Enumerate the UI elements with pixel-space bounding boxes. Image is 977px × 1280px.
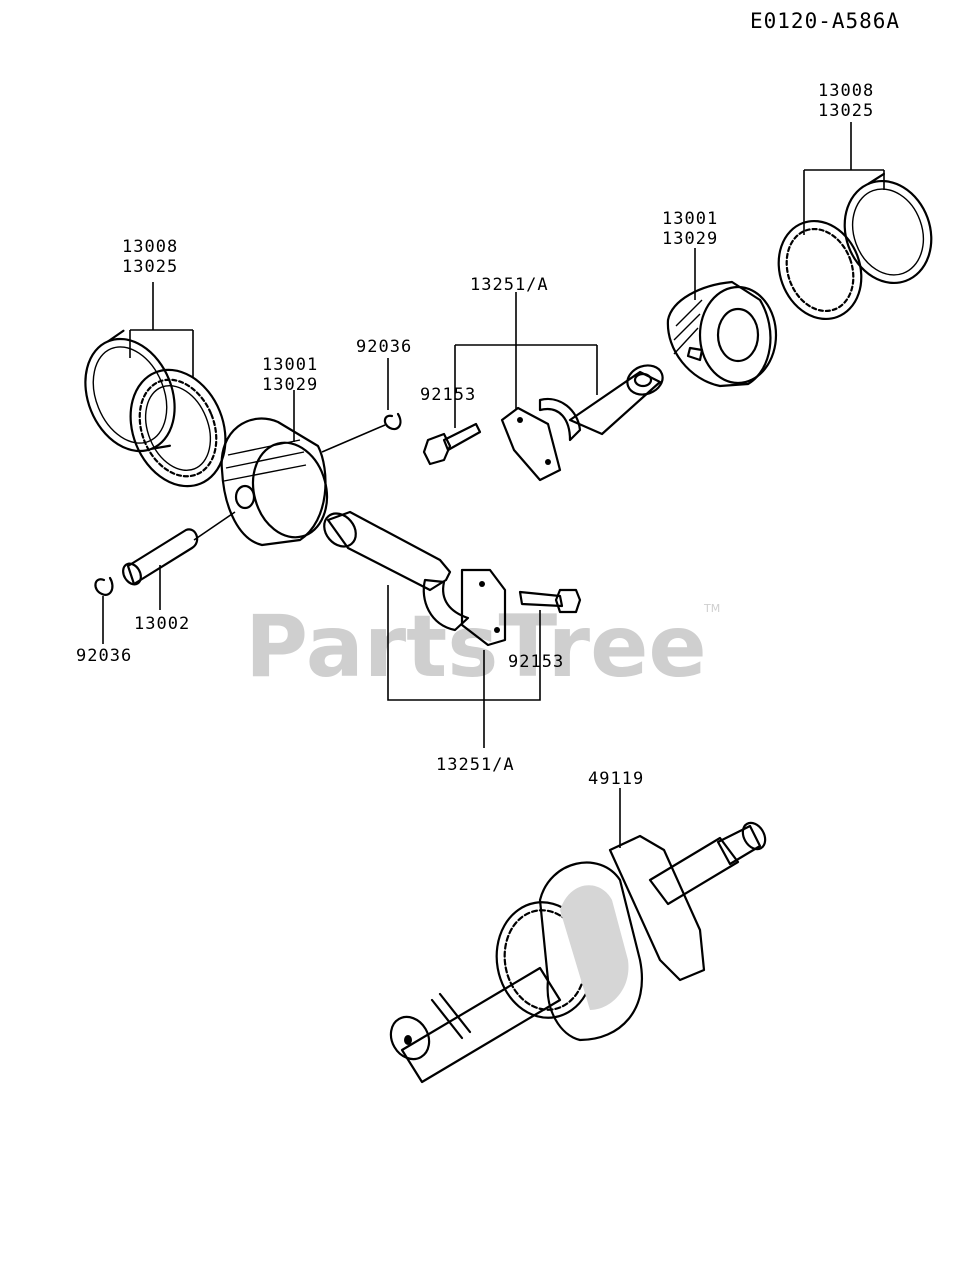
svg-text:13008: 13008	[818, 81, 874, 101]
label-bolt-bottom: 92153	[508, 652, 564, 672]
label-rod-right: 13251/A	[470, 275, 549, 295]
svg-text:13025: 13025	[122, 257, 178, 277]
leader-rod-bottom	[387, 585, 541, 748]
svg-text:13008: 13008	[122, 237, 178, 257]
svg-text:TM: TM	[703, 602, 720, 615]
leader-circlip-top	[321, 358, 389, 453]
label-circlip-top: 92036	[356, 337, 412, 357]
leader-rings-right	[803, 122, 885, 235]
leader-rings-left	[129, 282, 194, 378]
label-piston-left: 13001 13029	[262, 355, 318, 395]
circlip-top[interactable]	[383, 412, 402, 431]
label-rings-right: 13008 13025	[818, 81, 874, 121]
svg-text:13001: 13001	[262, 355, 318, 375]
piston-right[interactable]	[666, 280, 778, 388]
svg-text:13001: 13001	[662, 209, 718, 229]
label-crankshaft: 49119	[588, 769, 644, 789]
bolt-right[interactable]	[422, 422, 482, 466]
circlip-bottom[interactable]	[94, 576, 114, 596]
svg-text:PartsTree: PartsTree	[245, 597, 707, 697]
crankshaft[interactable]	[383, 819, 769, 1084]
label-bolt-right: 92153	[420, 385, 476, 405]
piston-pin[interactable]	[120, 511, 236, 588]
connecting-rod-right[interactable]	[500, 361, 667, 482]
label-circlip-bottom: 92036	[76, 646, 132, 666]
label-pin: 13002	[134, 614, 190, 634]
bolt-bottom[interactable]	[518, 588, 582, 614]
svg-text:13029: 13029	[262, 375, 318, 395]
label-piston-right: 13001 13029	[662, 209, 718, 249]
watermark: PartsTree TM	[245, 597, 720, 697]
leader-rod-right	[454, 292, 598, 428]
piston-rings-left[interactable]	[68, 322, 242, 501]
connecting-rod-bottom[interactable]	[318, 507, 507, 647]
label-rod-bottom: 13251/A	[436, 755, 515, 775]
diagram-code: E0120-A586A	[750, 9, 900, 33]
piston-left[interactable]	[220, 417, 338, 547]
label-rings-left: 13008 13025	[122, 237, 178, 277]
piston-rings-right[interactable]	[765, 165, 945, 331]
svg-text:13029: 13029	[662, 229, 718, 249]
svg-text:13025: 13025	[818, 101, 874, 121]
